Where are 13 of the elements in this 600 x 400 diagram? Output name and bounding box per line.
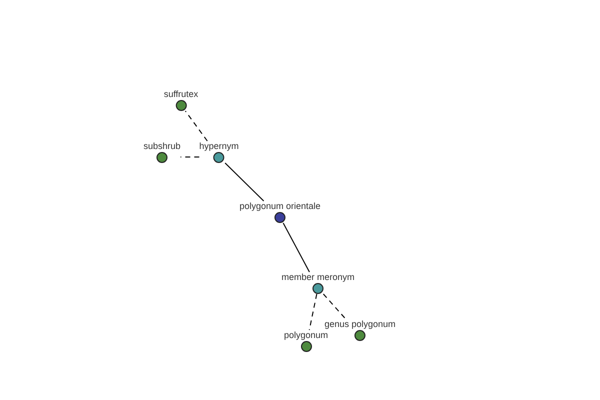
node-label: suffrutex [164, 89, 198, 99]
node-label: hypernym [199, 141, 239, 151]
node-label: polygonum orientale [239, 201, 321, 211]
connector-line [180, 156, 200, 158]
connector-line [282, 222, 310, 272]
connector-line [184, 110, 208, 142]
node-label: member meronym [282, 272, 354, 282]
node-label: polygonum [284, 330, 328, 340]
node-label: genus polygonum [324, 319, 396, 329]
connector-line [308, 294, 318, 330]
node-label: subshrub [143, 141, 181, 151]
connector-line [322, 294, 346, 320]
connector-line [224, 162, 264, 202]
